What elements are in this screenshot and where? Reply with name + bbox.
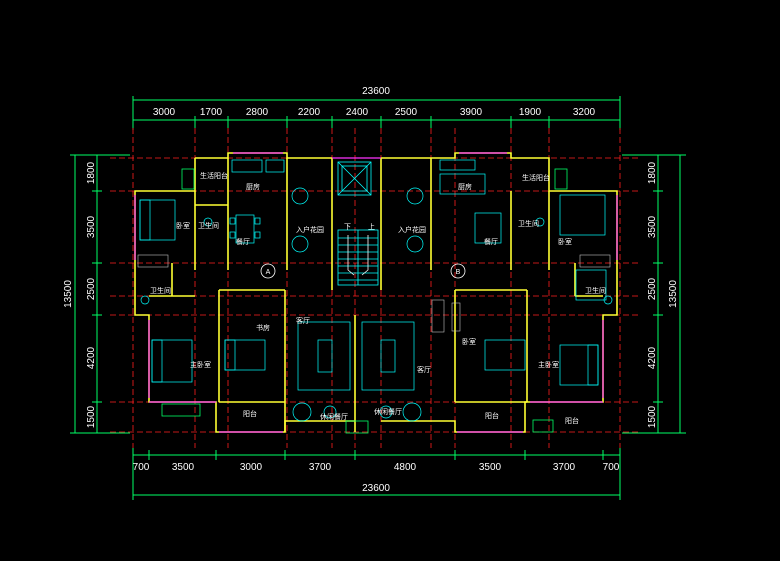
- room-balcony-right: 生活阳台: [522, 173, 550, 182]
- dim-right-4: 1500: [647, 405, 658, 428]
- room-dining-right: 餐厅: [484, 237, 498, 246]
- room-bed-right: 卧室: [558, 237, 572, 246]
- dim-total-top: 23600: [362, 86, 390, 97]
- axis-bubbles: [260, 263, 466, 279]
- dim-total-bottom: 23600: [362, 483, 390, 494]
- dim-right-0: 1800: [647, 161, 658, 184]
- room-bath-right: 卫生间: [518, 219, 539, 228]
- room-master-right: 主卧室: [538, 360, 559, 369]
- room-bath-left: 卫生间: [198, 221, 219, 230]
- furniture: [139, 159, 613, 422]
- room-entry-right: 入户花园: [398, 225, 426, 234]
- room-balc2-left: 阳台: [243, 409, 257, 418]
- dim-right-1: 3500: [647, 215, 658, 238]
- top-dim-labels: 3000 1700 2800 2200 2400 2500 3900 1900 …: [153, 107, 596, 118]
- right-dimension-chain: [622, 154, 686, 434]
- room-bath2-right: 卫生间: [585, 286, 606, 295]
- dim-left-0: 1800: [86, 161, 97, 184]
- left-dimension-chain: [70, 154, 130, 434]
- room-dining2-left: 休闲餐厅: [320, 412, 348, 421]
- room-living-right: 客厅: [417, 365, 431, 374]
- room-dining-left: 餐厅: [236, 237, 250, 246]
- dim-left-2: 2500: [86, 277, 97, 300]
- dim-bottom-4: 4800: [394, 462, 417, 473]
- dim-total-right: 13500: [668, 280, 679, 308]
- room-master-left: 主卧室: [190, 360, 211, 369]
- dim-right-3: 4200: [647, 346, 658, 369]
- top-dimension-chain: [132, 96, 621, 130]
- dim-bottom-2: 3000: [240, 462, 263, 473]
- room-balc3-right: 阳台: [565, 416, 579, 425]
- dim-right-2: 2500: [647, 277, 658, 300]
- bottom-dim-labels: 700 3500 3000 3700 4800 3500 3700 700: [133, 462, 620, 473]
- dim-left-1: 3500: [86, 215, 97, 238]
- dim-top-0: 3000: [153, 107, 176, 118]
- dim-top-8: 3200: [573, 107, 596, 118]
- room-dining2-right: 休闲餐厅: [374, 407, 402, 416]
- room-living-left: 客厅: [296, 316, 310, 325]
- dim-left-4: 1500: [86, 405, 97, 428]
- axis-b-label: B: [456, 269, 461, 276]
- left-dim-labels: 1800 3500 2500 4200 1500: [86, 161, 97, 428]
- dim-bottom-5: 3500: [479, 462, 502, 473]
- room-bed-left: 卧室: [176, 221, 190, 230]
- dim-top-2: 2800: [246, 107, 269, 118]
- dim-bottom-1: 3500: [172, 462, 195, 473]
- dim-total-left: 13500: [63, 280, 74, 308]
- sanitary-fixtures: [137, 254, 611, 333]
- axis-grid: [110, 128, 640, 448]
- dim-bottom-0: 700: [133, 462, 150, 473]
- dim-bottom-6: 3700: [553, 462, 576, 473]
- room-study-right: 卧室: [462, 337, 476, 346]
- stair-down-label: 下: [344, 223, 351, 231]
- dim-top-5: 2500: [395, 107, 418, 118]
- stair-core: [337, 161, 379, 286]
- room-kitchen-left: 厨房: [246, 182, 260, 191]
- dim-bottom-7: 700: [603, 462, 620, 473]
- window-lines: [134, 152, 618, 433]
- room-balc2-right: 阳台: [485, 411, 499, 420]
- axis-a-label: A: [266, 269, 271, 276]
- room-kitchen-right: 厨房: [458, 182, 472, 191]
- dim-top-6: 3900: [460, 107, 483, 118]
- dim-top-7: 1900: [519, 107, 542, 118]
- dim-top-3: 2200: [298, 107, 321, 118]
- room-bath2-left: 卫生间: [150, 286, 171, 295]
- dim-top-1: 1700: [200, 107, 223, 118]
- balcony-units: [161, 168, 568, 434]
- bottom-dimension-chain: [132, 448, 621, 500]
- dim-bottom-3: 3700: [309, 462, 332, 473]
- room-study-left: 书房: [256, 323, 270, 332]
- room-balcony-left: 生活阳台: [200, 171, 228, 180]
- right-dim-labels: 1800 3500 2500 4200 1500: [647, 161, 658, 428]
- dim-left-3: 4200: [86, 346, 97, 369]
- room-entry-left: 入户花园: [296, 225, 324, 234]
- dim-top-4: 2400: [346, 107, 369, 118]
- stair-up-label: 上: [368, 222, 375, 231]
- room-labels: 生活阳台 厨房 卫生间 餐厅 入户花园 卧室 卫生间 书房 客厅 主卧室 阳台 …: [150, 171, 606, 425]
